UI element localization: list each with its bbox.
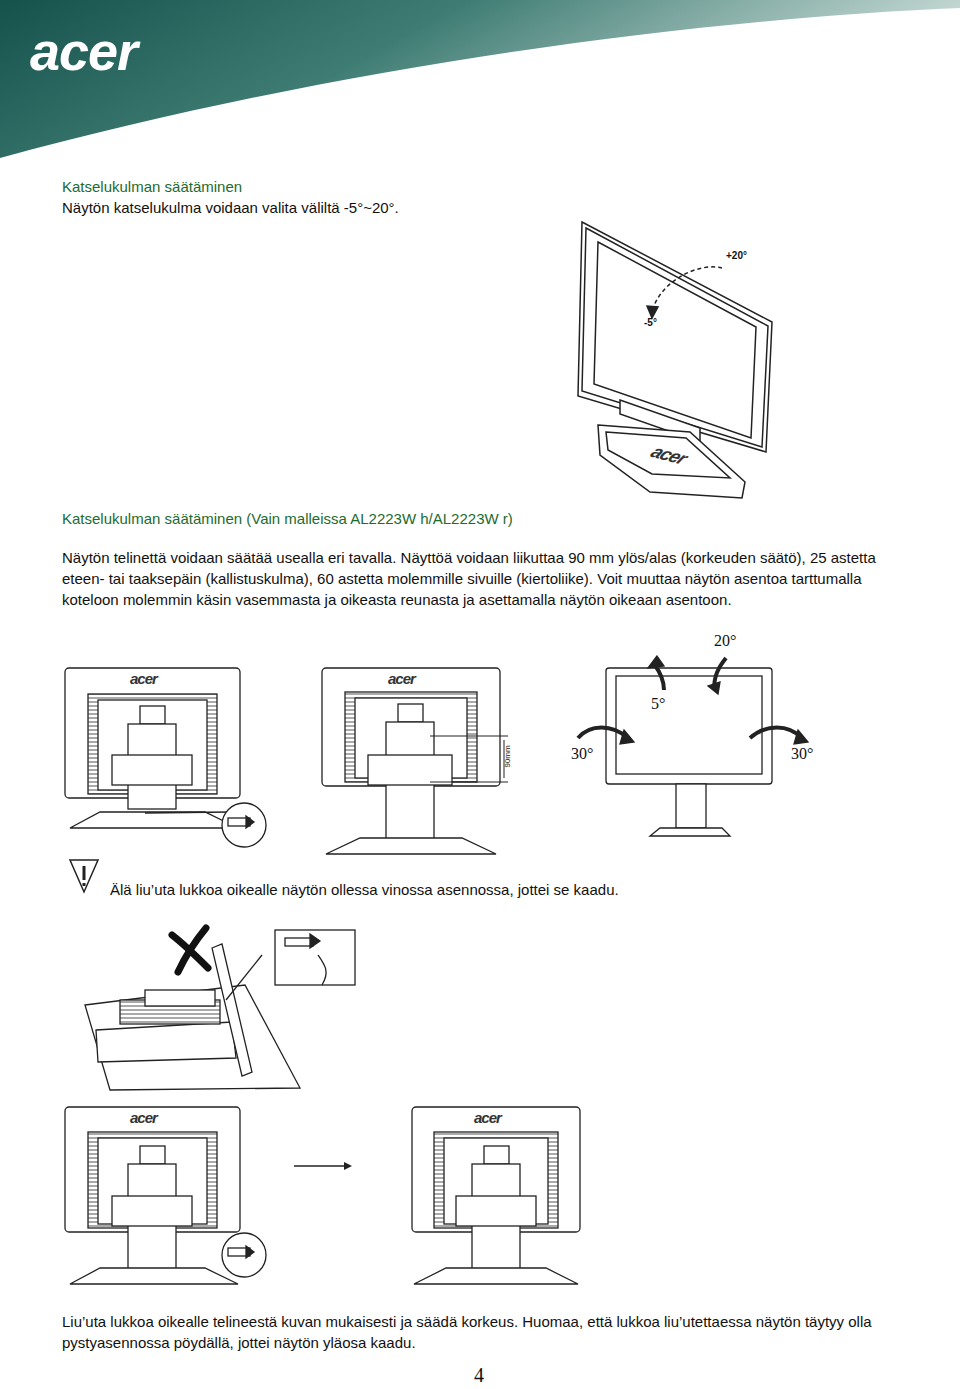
angle-label: +20°: [726, 250, 747, 261]
angle-label: 20°: [714, 632, 736, 650]
illustration-part: [275, 930, 355, 985]
cross-mark: [172, 928, 208, 972]
illustration-part: [606, 432, 730, 478]
illustration-part: [708, 682, 720, 694]
illustration-part: [112, 1196, 192, 1226]
illustration-part: [606, 668, 772, 784]
illustration-part: [676, 784, 706, 828]
brand-logo: acer: [130, 1109, 157, 1126]
illustration-part: [650, 828, 730, 836]
monitor-tilt-figure: [578, 222, 772, 498]
illustration-part: [140, 1146, 165, 1164]
illustration-part: [344, 1162, 352, 1170]
illustration-part: [222, 803, 266, 847]
illustration-part: [70, 860, 98, 892]
section-heading: Katselukulman säätäminen: [62, 176, 242, 197]
illustration-part: [285, 938, 313, 946]
angle-label: -5°: [644, 317, 657, 328]
illustration-part: [620, 730, 634, 744]
tilted-monitor-figure: [85, 930, 355, 1090]
illustration-part: [145, 990, 215, 1006]
monitor-front-figure: [578, 656, 808, 836]
illustration-part: [145, 812, 230, 813]
arrow: [294, 1162, 352, 1170]
illustration-part: [368, 755, 452, 785]
dimension-label: 90mm: [503, 745, 512, 767]
illustration-part: [616, 676, 762, 774]
brand-logo: acer: [30, 20, 137, 82]
brand-logo: acer: [474, 1109, 501, 1126]
illustration-part: [83, 866, 86, 880]
illustration-part: [398, 704, 423, 722]
illustration-part: [578, 728, 628, 739]
brand-logo: acer: [388, 670, 415, 687]
body-text: Liu’uta lukkoa oikealle telineestä kuvan…: [62, 1311, 918, 1353]
illustration-part: [96, 1022, 236, 1062]
angle-label: 30°: [791, 745, 813, 763]
warning-icon: [70, 860, 98, 892]
body-text: Näytön telinettä voidaan säätää usealla …: [62, 547, 898, 610]
angle-label: 30°: [571, 745, 593, 763]
page-number: 4: [474, 1364, 484, 1387]
illustration-part: [648, 656, 664, 668]
monitor-back-lowered-figure: [65, 1107, 266, 1284]
illustration-part: [294, 1165, 344, 1166]
illustration-part: [430, 736, 508, 737]
brand-logo: acer: [130, 670, 157, 687]
header-band: [0, 0, 960, 158]
monitor-back-figure: [412, 1107, 580, 1284]
illustration-part: [647, 306, 658, 318]
illustration-part: [598, 425, 745, 498]
illustration-part: [246, 1246, 254, 1258]
illustration-part: [70, 812, 238, 828]
illustration-part: [652, 267, 722, 312]
illustration-part: [226, 955, 262, 1000]
illustration-part: [85, 985, 300, 1090]
angle-label: 5°: [651, 695, 665, 713]
illustration-part: [112, 755, 192, 785]
body-text: Näytön katselukulma voidaan valita välil…: [62, 197, 399, 218]
illustration-part: [750, 728, 802, 739]
illustration-part: [484, 1146, 509, 1164]
illustration-part: [456, 1196, 536, 1226]
illustration-part: [594, 242, 756, 438]
illustration-part: [246, 816, 254, 828]
illustration-part: [178, 928, 206, 972]
monitor-back-raised-figure: [322, 668, 508, 854]
illustration-part: [794, 730, 808, 744]
illustration-part: [70, 1268, 238, 1284]
illustration-part: [578, 222, 772, 452]
illustration-part: [310, 934, 320, 948]
illustration-part: [83, 883, 86, 886]
illustration-part: [654, 664, 664, 690]
illustration-part: [140, 706, 165, 724]
illustration-part: [414, 1268, 578, 1284]
illustration-part: [326, 838, 496, 854]
illustration-part: [582, 228, 768, 447]
section-heading: Katselukulman säätäminen (Vain malleissa…: [62, 508, 513, 529]
monitor-back-figure: [65, 668, 266, 847]
illustration-part: [318, 955, 326, 985]
illustration-part: [212, 944, 252, 1076]
warning-text: Älä liu’uta lukkoa oikealle näytön olles…: [110, 879, 619, 900]
illustration-part: [430, 782, 508, 783]
illustration-part: [222, 1233, 266, 1277]
